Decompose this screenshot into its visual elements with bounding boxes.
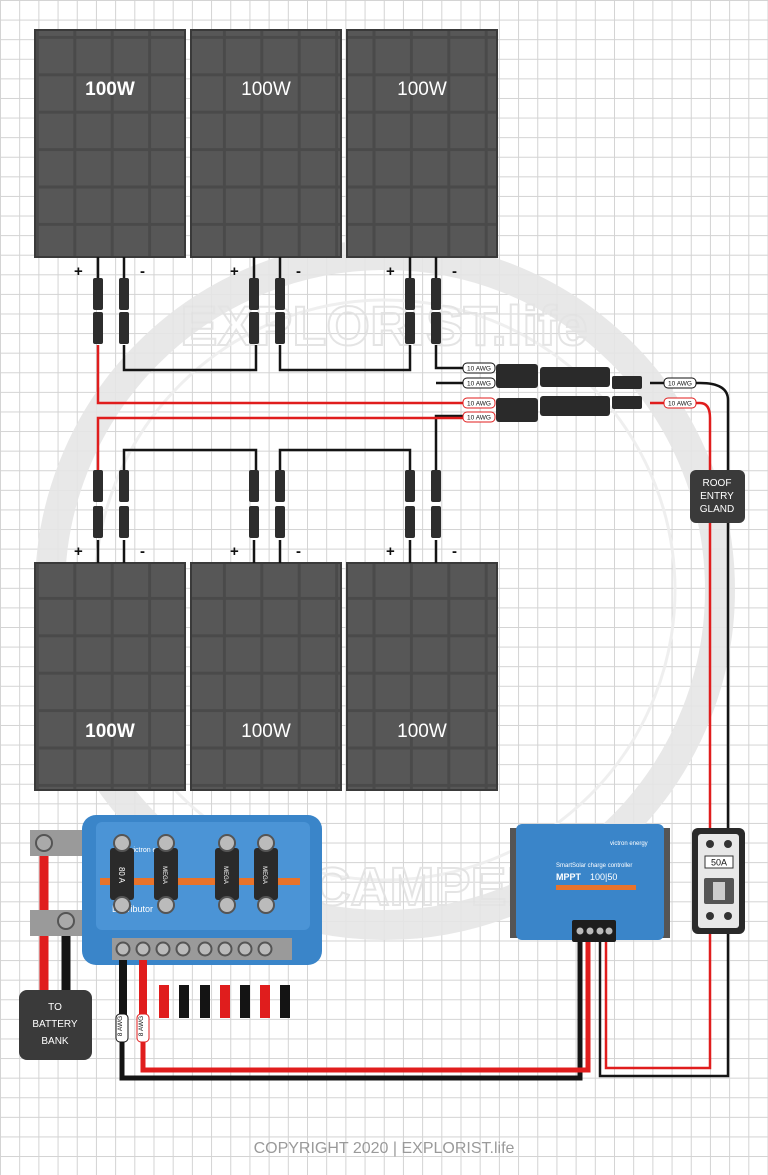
svg-text:8 AWG: 8 AWG [117, 1016, 124, 1036]
solar-panel-bottom-1: 100W [34, 562, 186, 791]
svg-text:10 AWG: 10 AWG [467, 401, 491, 408]
panel-label: 100W [397, 721, 447, 742]
breaker-rating: 50A [711, 858, 727, 868]
svg-text:-: - [452, 263, 457, 280]
fuse-mega: MEGA [215, 834, 239, 914]
svg-text:GLAND: GLAND [700, 504, 734, 515]
svg-text:10 AWG: 10 AWG [467, 366, 491, 373]
svg-text:8 AWG: 8 AWG [138, 1016, 145, 1036]
fuse-80a: 80 A [110, 834, 134, 914]
awg-label: 10 AWG [663, 377, 697, 389]
awg-label: 8 AWG [115, 1013, 129, 1043]
svg-text:-: - [296, 543, 301, 560]
svg-text:+: + [386, 543, 395, 560]
mc4-connectors-top [93, 278, 441, 344]
svg-text:10 AWG: 10 AWG [668, 381, 692, 388]
awg-label: 10 AWG [663, 397, 697, 409]
svg-text:10 AWG: 10 AWG [668, 401, 692, 408]
solar-panel-top-3: 100W [346, 29, 498, 258]
distributor-cables [119, 960, 290, 1018]
polarity-markers-top: + - + - + - [74, 263, 457, 280]
fuse-mega: MEGA [154, 834, 178, 914]
svg-text:+: + [230, 263, 239, 280]
panel-label: 100W [241, 721, 291, 742]
svg-text:+: + [386, 263, 395, 280]
awg-label: 10 AWG [462, 377, 496, 389]
controller-type: MPPT [556, 872, 582, 882]
controller-model: SmartSolar charge controller [556, 863, 632, 869]
awg-label: 10 AWG [462, 397, 496, 409]
controller-brand: victron energy [610, 841, 648, 847]
svg-text:10 AWG: 10 AWG [467, 415, 491, 422]
svg-text:MEGA: MEGA [222, 866, 228, 884]
controller-rating: 100|50 [590, 872, 617, 882]
panel-label: 100W [85, 721, 135, 742]
polarity-markers-bottom: + - + - + - [74, 543, 457, 560]
svg-text:MEGA: MEGA [161, 866, 167, 884]
panel-label: 100W [85, 79, 135, 100]
solar-panel-bottom-2: 100W [190, 562, 342, 791]
awg-label: 10 AWG [462, 411, 496, 423]
svg-text:+: + [74, 263, 83, 280]
branch-combiner-positive [496, 396, 642, 422]
mc4-connectors-bottom [93, 470, 441, 538]
panel-label: 100W [397, 79, 447, 100]
svg-text:-: - [140, 263, 145, 280]
roof-entry-gland: ROOF ENTRY GLAND [690, 470, 745, 523]
svg-text:+: + [74, 543, 83, 560]
svg-text:80 A: 80 A [117, 867, 126, 884]
distributor-name: Distributor [112, 904, 153, 914]
svg-text:BANK: BANK [41, 1036, 69, 1047]
watermark-text-top: EXPLORIST.life [180, 294, 588, 357]
svg-text:+: + [230, 543, 239, 560]
dc-distributor: victron energy Distributor 80 A MEGA MEG… [30, 815, 322, 1043]
svg-text:TO: TO [48, 1002, 62, 1013]
svg-text:ROOF: ROOF [703, 478, 732, 489]
panel-label: 100W [241, 79, 291, 100]
circuit-breaker: 50A [692, 828, 745, 934]
awg-labels: 10 AWG 10 AWG 10 AWG 10 AWG 10 AWG 10 AW… [462, 362, 697, 423]
fuse-mega: MEGA [254, 834, 278, 914]
svg-text:ENTRY: ENTRY [700, 491, 734, 502]
solar-panel-bottom-3: 100W [346, 562, 498, 791]
copyright-text: COPYRIGHT 2020 | EXPLORIST.life [254, 1140, 515, 1157]
svg-text:10 AWG: 10 AWG [467, 381, 491, 388]
svg-text:MEGA: MEGA [261, 866, 267, 884]
distributor-brand: victron energy [130, 847, 174, 854]
solar-panel-top-1: 100W [34, 29, 186, 258]
branch-combiner-negative [496, 364, 642, 389]
awg-label: 8 AWG [136, 1013, 150, 1043]
solar-panel-top-2: 100W [190, 29, 342, 258]
distributor-output-terminals [112, 938, 292, 960]
svg-text:-: - [296, 263, 301, 280]
svg-text:BATTERY: BATTERY [32, 1019, 78, 1030]
svg-text:-: - [140, 543, 145, 560]
awg-label: 10 AWG [462, 362, 496, 374]
svg-text:-: - [452, 543, 457, 560]
battery-bank-box: TO BATTERY BANK [19, 990, 92, 1060]
mppt-charge-controller: victron energy SmartSolar charge control… [510, 824, 670, 942]
